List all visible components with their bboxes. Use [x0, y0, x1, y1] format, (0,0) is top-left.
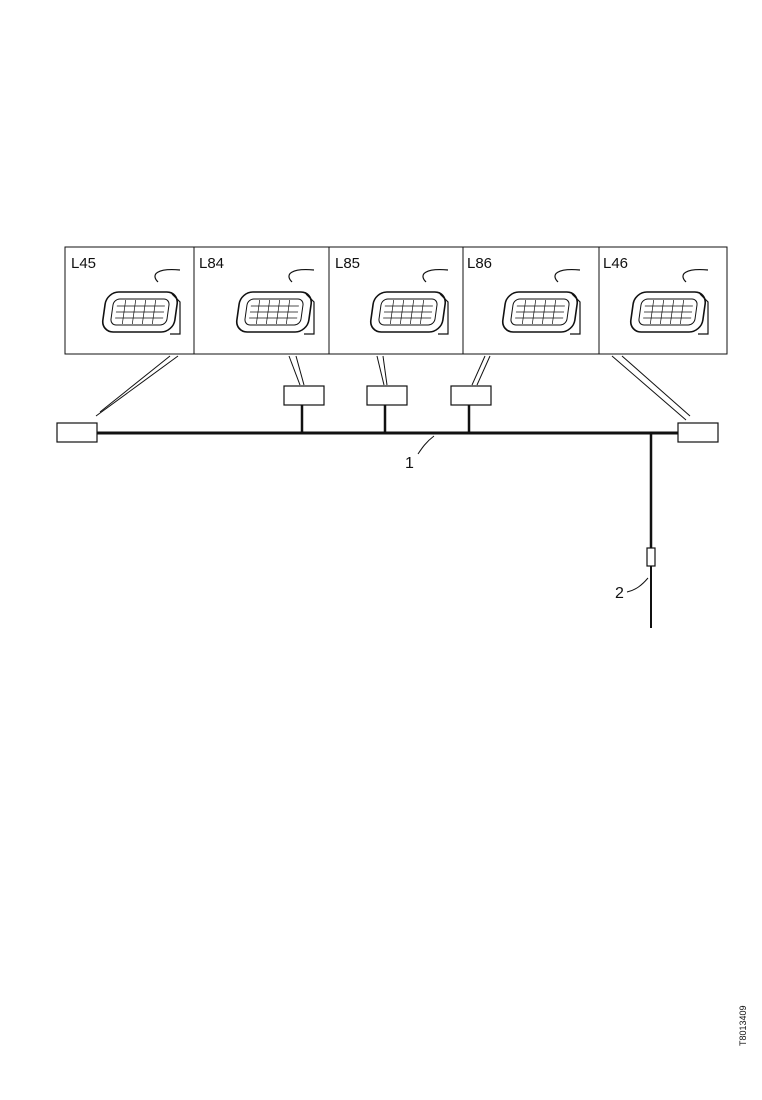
inline-fuse: [646, 547, 656, 567]
panel-label: L84: [199, 255, 224, 272]
panel-l46: L46: [598, 246, 728, 355]
panel-label: L45: [71, 255, 96, 272]
connector-right: [677, 422, 719, 443]
connector-left: [56, 422, 98, 443]
connector-l84: [283, 385, 325, 406]
leader-lines: [95, 355, 691, 421]
panel-l45: L45: [64, 246, 195, 355]
callout-fuse: 2: [615, 585, 624, 602]
callout-leader: [626, 577, 649, 593]
connector-l86: [450, 385, 492, 406]
panel-label: L86: [467, 255, 492, 272]
drawing-code: T8013409: [738, 1005, 748, 1046]
panel-label: L85: [335, 255, 360, 272]
panel-l85: L85: [328, 246, 464, 355]
panel-l84: L84: [193, 246, 330, 355]
callout-harness: 1: [405, 455, 414, 472]
panel-l86: L86: [462, 246, 600, 355]
callout-leader: [417, 435, 435, 455]
connector-l85: [366, 385, 408, 406]
panel-label: L46: [603, 255, 628, 272]
